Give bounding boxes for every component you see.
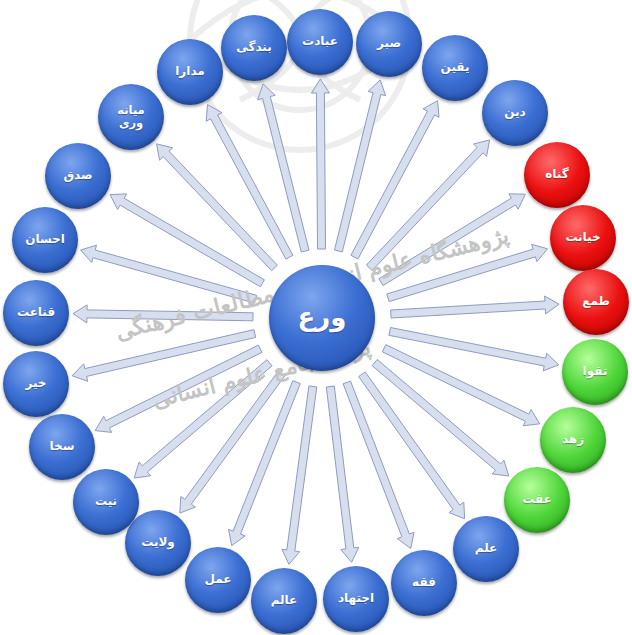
concept-circle: احسان	[12, 207, 78, 273]
concept-label: صبر	[377, 37, 401, 51]
radial-arrow	[229, 381, 301, 546]
concept-label: بندگی	[236, 41, 271, 55]
concept-circle: عبادت	[287, 9, 353, 75]
concept-circle: گناه	[524, 142, 590, 208]
concept-label: گناه	[545, 168, 568, 182]
concept-circle: صبر	[356, 11, 422, 77]
concept-circle: قناعت	[3, 280, 69, 346]
concept-label: خیانت	[565, 231, 600, 245]
concept-circle: صدق	[45, 143, 111, 209]
radial-arrow	[258, 84, 309, 252]
concept-label: یقین	[441, 61, 470, 75]
concept-label: اجتهاد	[338, 592, 374, 606]
concept-label: ولایت	[141, 536, 175, 550]
center-label: ورع	[298, 303, 347, 333]
radial-arrow	[391, 296, 559, 318]
concept-label: عالم	[271, 594, 298, 608]
concept-circle: فقه	[391, 550, 457, 616]
concept-circle: ولایت	[125, 510, 191, 576]
concept-label: عفت	[522, 493, 552, 507]
concept-circle: عمل	[185, 547, 251, 613]
concept-circle: میانه وری	[98, 84, 164, 150]
concept-label: فقه	[412, 576, 436, 590]
radial-arrow	[326, 386, 359, 562]
concept-circle: یقین	[422, 35, 488, 101]
center-circle: ورع	[269, 265, 375, 371]
concept-label: طمع	[582, 295, 610, 309]
concept-label: علم	[475, 542, 498, 556]
concept-label: دین	[504, 106, 525, 120]
concept-circle: نیت	[73, 469, 139, 535]
concept-label: عبادت	[302, 35, 338, 49]
concept-label: احسان	[25, 233, 65, 247]
concept-label: خیر	[26, 377, 47, 391]
radial-arrow	[311, 79, 329, 249]
concept-label: مدارا	[175, 65, 205, 79]
concept-circle: عفت	[504, 467, 570, 533]
concept-label: صدق	[63, 169, 92, 183]
concept-circle: خیانت	[550, 205, 616, 271]
radial-arrow	[110, 194, 264, 287]
concept-label: زهد	[562, 433, 584, 447]
concept-circle: طمع	[563, 269, 629, 335]
radial-arrow	[335, 80, 386, 252]
concept-circle: عالم	[251, 568, 317, 634]
concept-label: نیت	[95, 495, 117, 509]
concept-circle: تقوا	[562, 339, 628, 405]
concept-circle: سخا	[29, 414, 95, 480]
concept-circle: اجتهاد	[323, 566, 389, 632]
concept-circle: دین	[482, 80, 548, 146]
concept-label: میانه وری	[104, 104, 158, 130]
concept-label: تقوا	[583, 365, 608, 379]
concept-label: قناعت	[17, 306, 55, 320]
radial-arrow	[206, 105, 293, 260]
concept-circle: زهد	[540, 407, 606, 473]
concept-circle: علم	[453, 516, 519, 582]
concept-label: سخا	[50, 440, 75, 454]
concept-circle: بندگی	[221, 15, 287, 81]
concept-circle: مدارا	[157, 39, 223, 105]
concept-label: عمل	[205, 573, 232, 587]
radial-arrow	[343, 381, 414, 549]
concept-circle: خیر	[3, 351, 69, 417]
